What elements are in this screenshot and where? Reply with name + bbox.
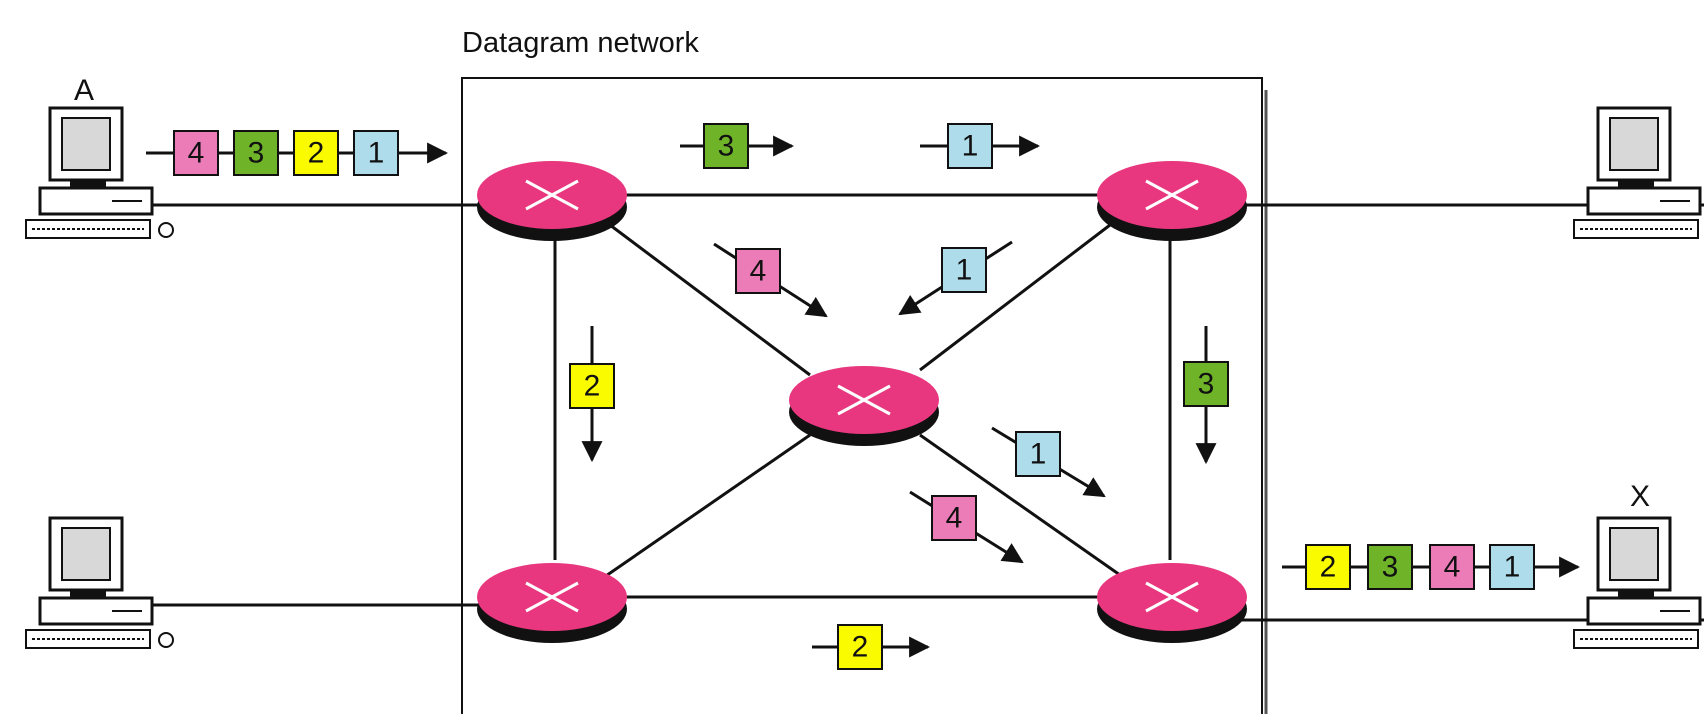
router-bottom-left bbox=[477, 563, 627, 643]
transit-packet-right: 3 bbox=[1183, 326, 1229, 465]
packet-1: 1 bbox=[353, 130, 399, 176]
packet-label: 4 bbox=[1444, 551, 1461, 584]
packet-2: 2 bbox=[1305, 544, 1351, 590]
transit-packet-left: 2 bbox=[569, 326, 615, 463]
packet-label: 2 bbox=[308, 137, 325, 170]
packet-3: 3 bbox=[1367, 544, 1413, 590]
computer-icon bbox=[1573, 106, 1702, 239]
computer-icon bbox=[1573, 516, 1702, 649]
router-top-left bbox=[477, 161, 627, 241]
packet-label: 3 bbox=[718, 130, 735, 163]
router-bottom-right bbox=[1097, 563, 1247, 643]
router-center bbox=[789, 366, 939, 446]
packet-label: 4 bbox=[750, 255, 767, 288]
packet-1: 1 bbox=[1489, 544, 1535, 590]
destination-packet-queue: 2 3 4 1 bbox=[1282, 544, 1581, 590]
network-boundary bbox=[461, 77, 1268, 714]
packet-label: 1 bbox=[962, 130, 979, 163]
computer-icon bbox=[25, 516, 174, 649]
network-title: Datagram network bbox=[462, 27, 699, 59]
transit-packet-diag-tr: 1 bbox=[898, 240, 1013, 316]
packet-label: 1 bbox=[368, 137, 385, 170]
packet-label: 1 bbox=[956, 254, 973, 287]
transit-packet-bottom: 2 bbox=[812, 624, 931, 670]
host-x-label: X bbox=[1630, 480, 1650, 513]
transit-packet-top-a: 3 bbox=[680, 123, 795, 169]
transit-packet-diag-br-b: 4 bbox=[909, 490, 1024, 564]
packet-label: 4 bbox=[946, 502, 963, 535]
packet-label: 2 bbox=[852, 631, 869, 664]
packet-label: 2 bbox=[1320, 551, 1337, 584]
packet-label: 3 bbox=[1382, 551, 1399, 584]
packet-label: 3 bbox=[248, 137, 265, 170]
packet-label: 2 bbox=[584, 370, 601, 403]
network-links bbox=[130, 193, 1704, 622]
packet-label: 3 bbox=[1198, 368, 1215, 401]
source-packet-queue: 4 3 2 1 bbox=[146, 130, 449, 176]
packet-3: 3 bbox=[233, 130, 279, 176]
host-a-label: A bbox=[74, 74, 94, 107]
computer-icon bbox=[25, 106, 174, 239]
packet-label: 4 bbox=[188, 137, 205, 170]
packet-4: 4 bbox=[173, 130, 219, 176]
router-top-right bbox=[1097, 161, 1247, 241]
packet-label: 1 bbox=[1030, 438, 1047, 471]
transit-packet-top-b: 1 bbox=[920, 123, 1041, 169]
packet-label: 1 bbox=[1504, 551, 1521, 584]
transit-packet-diag-br-a: 1 bbox=[991, 426, 1106, 498]
packet-2: 2 bbox=[293, 130, 339, 176]
transit-packet-diag-tl: 4 bbox=[713, 242, 828, 318]
packet-4: 4 bbox=[1429, 544, 1475, 590]
